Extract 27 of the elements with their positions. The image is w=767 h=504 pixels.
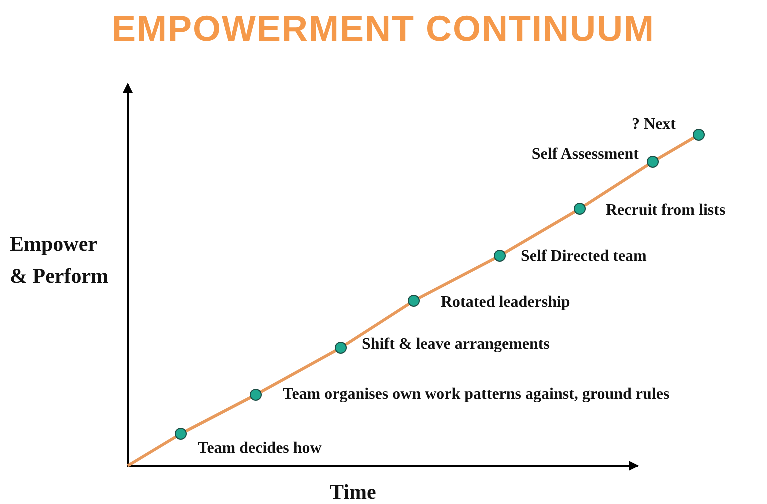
trend-line <box>418 257 496 300</box>
trend-line <box>584 164 649 208</box>
trend-line <box>127 436 177 468</box>
milestone-dot <box>408 295 420 307</box>
milestone-dot <box>335 342 347 354</box>
milestone-label: Team organises own work patterns against, ground rules <box>283 386 670 404</box>
milestone-dot <box>175 428 187 440</box>
milestone-label: Self Directed team <box>521 248 647 266</box>
milestone-dot <box>647 156 659 168</box>
milestone-dot <box>693 129 705 141</box>
milestone-label: Self Assessment <box>532 146 639 164</box>
trend-line <box>186 396 252 433</box>
milestone-label: Shift & leave arrangements <box>362 336 550 354</box>
trend-line <box>657 136 695 160</box>
title: EMPOWERMENT CONTINUUM <box>111 8 656 50</box>
trend-line <box>260 350 336 394</box>
trend-line <box>345 302 410 346</box>
milestone-label: Team decides how <box>198 440 322 458</box>
milestone-dot <box>574 203 586 215</box>
milestone-dot <box>494 250 506 262</box>
milestone-label: Recruit from lists <box>606 202 726 220</box>
milestone-dot <box>250 389 262 401</box>
milestone-label: Rotated leadership <box>441 294 570 312</box>
y-axis-label: Empower & Perform <box>10 231 110 290</box>
x-axis-label: Time <box>330 480 376 504</box>
trend-line <box>504 210 576 254</box>
milestone-label: ? Next <box>632 116 676 134</box>
